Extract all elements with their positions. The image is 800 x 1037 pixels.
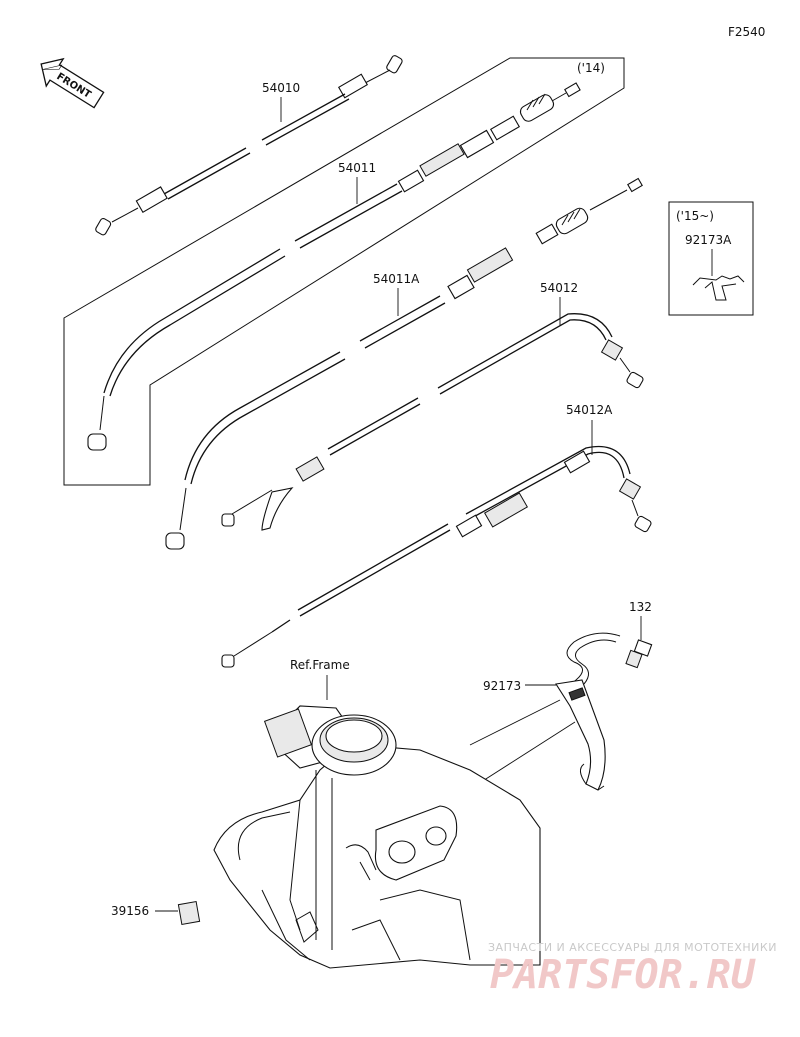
- label-pad-39156: [177, 901, 201, 925]
- frame-drawing: [213, 705, 541, 969]
- guide-line-2: [469, 699, 561, 746]
- variant-15-label: ('15~): [676, 209, 714, 223]
- part-label-92173: 92173: [483, 679, 521, 693]
- cable-54011: [87, 82, 581, 451]
- watermark-tagline: ЗАПЧАСТИ И АКСЕССУАРЫ ДЛЯ МОТОТЕХНИКИ: [488, 941, 777, 954]
- part-label-54011: 54011: [338, 161, 376, 175]
- cable-54010: [95, 55, 403, 236]
- cable-54011A: [165, 177, 643, 550]
- ref-frame-label: Ref.Frame: [290, 658, 350, 672]
- part-label-132: 132: [629, 600, 652, 614]
- variant-15-box: [668, 201, 754, 316]
- part-label-39156: 39156: [111, 904, 149, 918]
- part-label-54012A: 54012A: [566, 403, 613, 417]
- part-label-54011A: 54011A: [373, 272, 420, 286]
- cable-54012A: [221, 445, 652, 668]
- variant-14-label: ('14): [577, 61, 605, 75]
- part-label-92173A: 92173A: [685, 233, 732, 247]
- variant-14-outline: [63, 57, 625, 486]
- clamp-92173A: [692, 275, 745, 301]
- part-label-54010: 54010: [262, 81, 300, 95]
- watermark-logo: PARTSFOR.RU: [490, 952, 756, 998]
- cable-54012: [221, 313, 644, 531]
- part-label-54012: 54012: [540, 281, 578, 295]
- clamp-92173: [555, 632, 621, 791]
- front-arrow-icon: FRONT: [40, 57, 105, 109]
- bolt-132: [625, 639, 653, 669]
- guide-line-1: [477, 721, 576, 785]
- diagram-code: F2540: [728, 25, 765, 39]
